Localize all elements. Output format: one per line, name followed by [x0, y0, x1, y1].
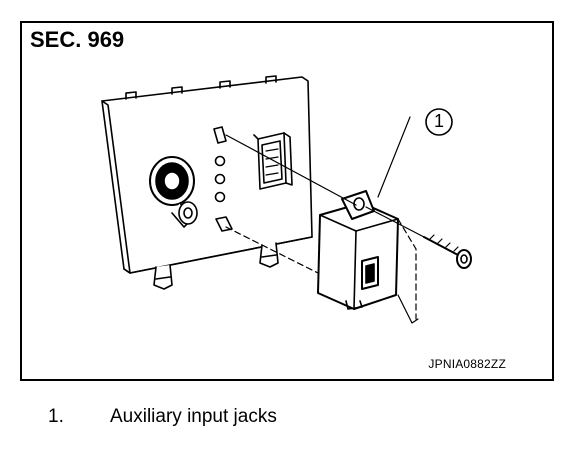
callout-number: 1 [433, 111, 444, 131]
console-panel [101, 75, 313, 290]
leader-lines [225, 116, 425, 324]
round-socket [149, 156, 198, 228]
legend-text: Auxiliary input jacks [110, 406, 277, 427]
screw [423, 234, 472, 269]
exploded-view-drawing [101, 75, 472, 324]
mounting-holes [213, 126, 233, 232]
aux-input-jack-module [317, 190, 399, 310]
figure-frame: SEC. 969 [20, 21, 554, 381]
legend: 1. Auxiliary input jacks [48, 406, 277, 428]
legend-number: 1. [48, 406, 64, 427]
section-label: SEC. 969 [30, 27, 125, 52]
callout-circle [425, 108, 453, 136]
image-code: JPNIA0882ZZ [428, 357, 506, 371]
panel-connector [253, 132, 293, 190]
